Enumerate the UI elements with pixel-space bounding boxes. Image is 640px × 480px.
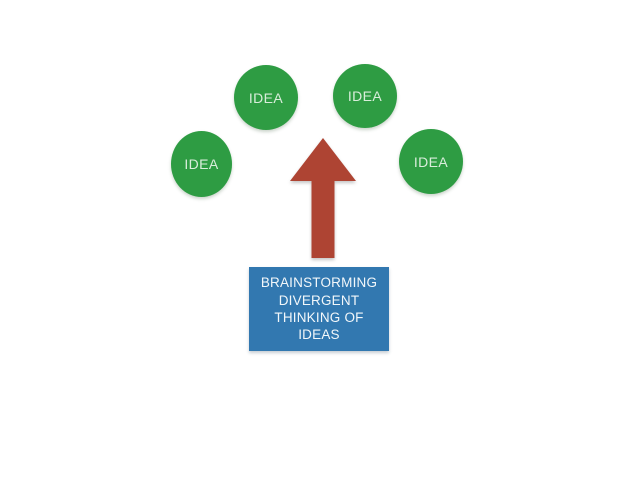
idea-bubble-top-left: IDEA: [234, 65, 298, 130]
brainstorming-box-line: BRAINSTORMING: [260, 275, 378, 291]
brainstorming-box-line: DIVERGENT: [278, 292, 360, 308]
idea-bubble-label: IDEA: [347, 88, 383, 104]
idea-bubble-label: IDEA: [413, 153, 449, 170]
idea-bubble-top-right: IDEA: [333, 64, 397, 128]
idea-bubble-label: IDEA: [184, 156, 219, 172]
brainstorming-box: BRAINSTORMING DIVERGENT THINKING OF IDEA…: [249, 267, 389, 351]
idea-bubble-right: IDEA: [399, 129, 463, 194]
idea-bubble-label: IDEA: [248, 89, 284, 106]
up-arrow-shape: [290, 138, 356, 258]
up-arrow-icon: [290, 138, 356, 258]
idea-bubble-left: IDEA: [171, 131, 232, 197]
brainstorming-box-line: THINKING OF: [274, 310, 364, 325]
brainstorming-box-line: IDEAS: [298, 327, 340, 343]
